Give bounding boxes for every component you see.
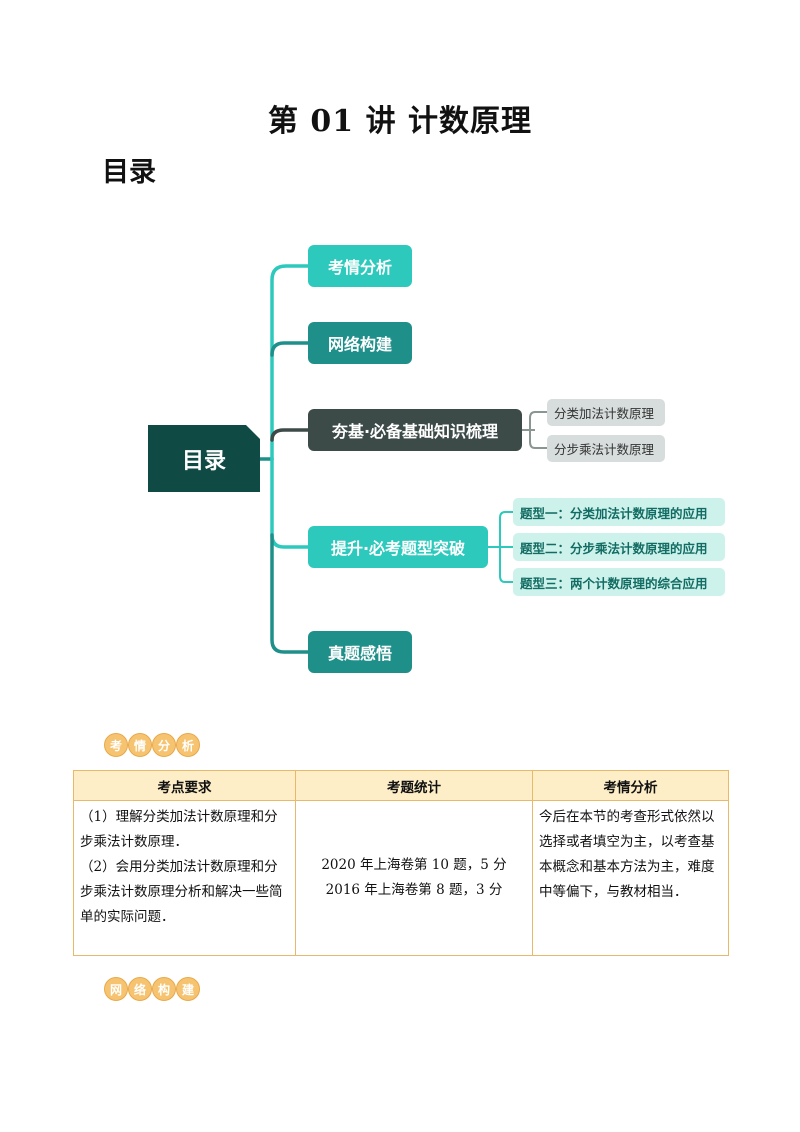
table-header: 考情分析 [532,770,729,801]
stats-cell: 2020 年上海卷第 10 题，5 分 2016 年上海卷第 8 题，3 分 [295,800,533,956]
badge-char: 考 [104,733,128,757]
connector-basics-leaves [522,411,547,449]
requirement-item: （1）理解分类加法计数原理和分步乘法计数原理． [80,809,278,850]
badge-char: 情 [128,733,152,757]
table-header-row: 考点要求 考题统计 考情分析 [73,770,729,801]
table-header: 考题统计 [295,770,533,801]
analysis-text: 今后在本节的考查形式依然以选择或者填空为主，以考查基本概念和基本方法为主，难度中… [539,809,715,900]
badge-char: 网 [104,977,128,1001]
connector-type-leaves [488,511,513,583]
leaf-type-two[interactable]: 题型二：分步乘法计数原理的应用 [513,533,725,561]
exam-analysis-table: 考点要求 考题统计 考情分析 （1）理解分类加法计数原理和分步乘法计数原理． （… [73,770,729,956]
badge-char: 构 [152,977,176,1001]
branch-real-exam[interactable]: 真题感悟 [308,631,412,673]
stat-item: 2016 年上海卷第 8 题，3 分 [325,882,503,898]
leaf-type-one[interactable]: 题型一：分类加法计数原理的应用 [513,498,725,526]
mindmap-connectors [258,264,547,654]
toc-heading: 目录 [102,157,156,188]
branch-network[interactable]: 网络构建 [308,322,412,364]
connector-network [270,341,310,357]
badge-char: 络 [128,977,152,1001]
analysis-cell: 今后在本节的考查形式依然以选择或者填空为主，以考查基本概念和基本方法为主，难度中… [532,800,729,956]
mindmap-root: 目录 [148,425,260,492]
requirement-item: （2）会用分类加法计数原理和分步乘法计数原理分析和解决一些简单的实际问题． [80,859,283,925]
badge-char: 析 [176,733,200,757]
leaf-multiplication-principle[interactable]: 分步乘法计数原理 [547,435,665,462]
leaf-type-three[interactable]: 题型三：两个计数原理的综合应用 [513,568,725,596]
table-header: 考点要求 [73,770,296,801]
branch-exam-analysis[interactable]: 考情分析 [308,245,412,287]
branch-basics[interactable]: 夯基·必备基础知识梳理 [308,409,522,451]
badge-char: 建 [176,977,200,1001]
table-row: （1）理解分类加法计数原理和分步乘法计数原理． （2）会用分类加法计数原理和分步… [73,800,729,956]
root-fold-corner [246,425,260,439]
page-title: 第 01 讲 计数原理 [267,104,533,139]
connector-types [270,457,310,549]
stat-item: 2020 年上海卷第 10 题，5 分 [321,857,507,873]
connector-trunk-bottom [270,533,310,654]
section-badge-exam-analysis: 考 情 分 析 [104,733,200,757]
leaf-addition-principle[interactable]: 分类加法计数原理 [547,399,665,426]
section-badge-network: 网 络 构 建 [104,977,200,1001]
connector-trunk-top [270,264,310,461]
mindmap-root-label: 目录 [181,448,226,474]
branch-question-types[interactable]: 提升·必考题型突破 [308,526,488,568]
connector-basics [270,428,310,442]
requirements-cell: （1）理解分类加法计数原理和分步乘法计数原理． （2）会用分类加法计数原理和分步… [73,800,296,956]
badge-char: 分 [152,733,176,757]
